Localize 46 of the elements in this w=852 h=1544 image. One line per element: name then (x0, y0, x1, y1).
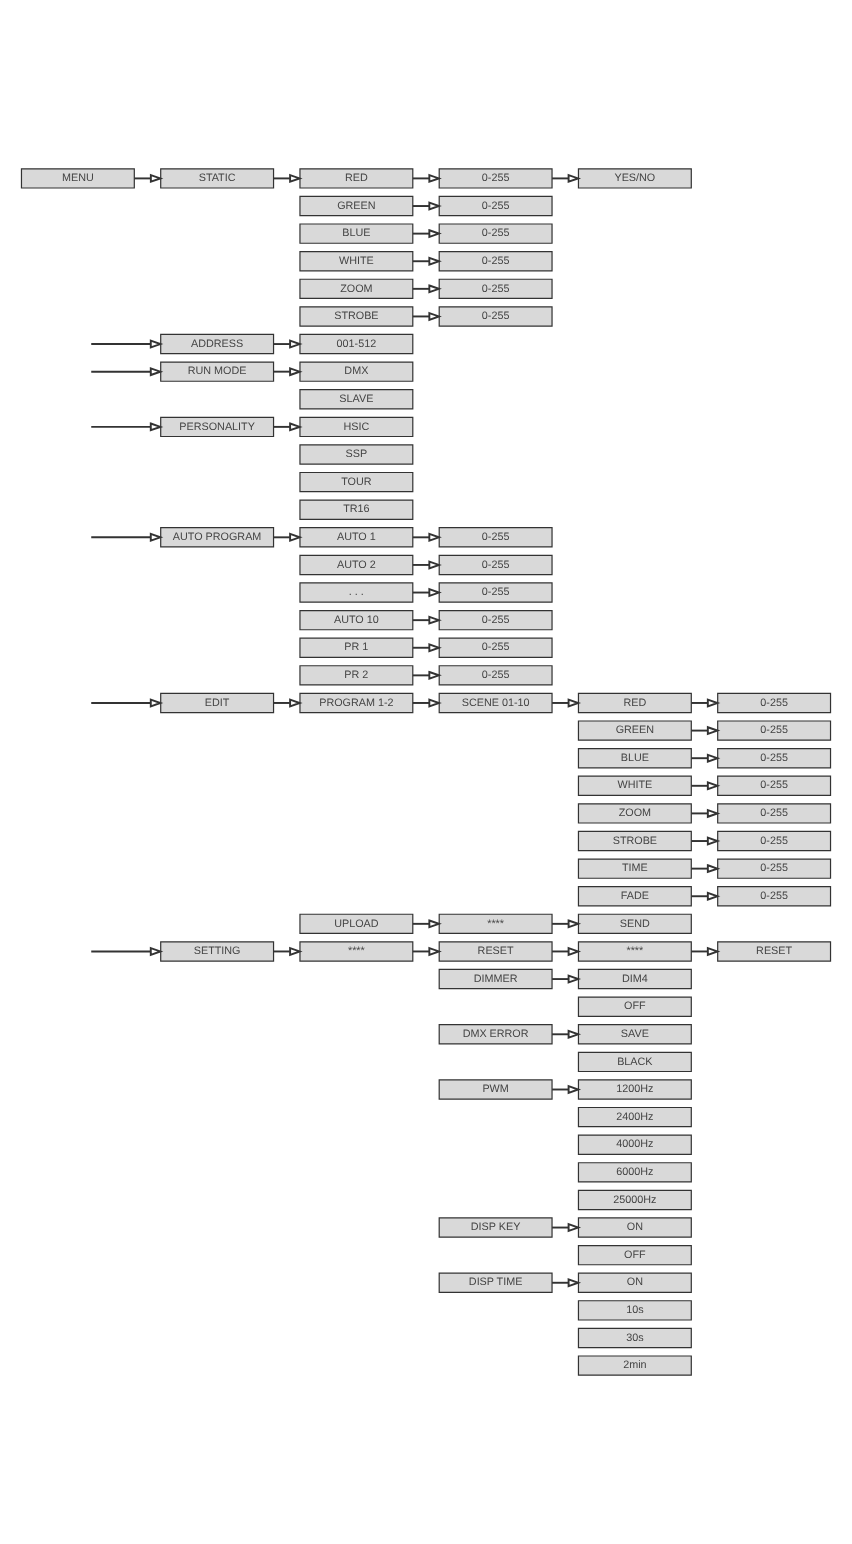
arrow (272, 339, 303, 349)
arrow (551, 1222, 582, 1233)
arrow (551, 919, 582, 929)
arrow (90, 532, 164, 543)
arrow (411, 615, 442, 625)
arrow (411, 311, 442, 322)
arrow (272, 698, 303, 708)
arrow (90, 698, 164, 708)
arrow (551, 1278, 582, 1288)
arrow (411, 201, 442, 211)
arrow (690, 946, 721, 957)
arrow (411, 698, 442, 708)
arrow (411, 560, 442, 570)
arrow (411, 532, 442, 543)
arrow (90, 366, 164, 377)
arrow (411, 173, 442, 184)
arrow (411, 256, 442, 266)
arrow (551, 698, 582, 708)
arrow (411, 284, 442, 294)
arrow (690, 836, 721, 846)
arrow (411, 587, 442, 598)
arrow (690, 725, 721, 736)
arrow (551, 974, 582, 984)
arrow (690, 753, 721, 763)
arrow (90, 946, 164, 957)
arrow (90, 422, 164, 432)
arrow (690, 781, 721, 791)
arrow (272, 422, 303, 432)
arrow (272, 946, 303, 957)
arrow (411, 643, 442, 653)
arrow (411, 228, 442, 239)
arrow (411, 946, 442, 957)
arrow (411, 919, 442, 929)
arrow (272, 173, 303, 184)
arrow (690, 808, 721, 819)
arrow (551, 1029, 582, 1039)
arrow (690, 698, 721, 708)
arrow (272, 532, 303, 543)
arrow (690, 891, 721, 901)
arrow (411, 670, 442, 681)
arrow (90, 339, 164, 349)
arrow (272, 366, 303, 377)
arrow (690, 863, 721, 874)
arrow (551, 173, 582, 184)
arrow (133, 173, 164, 184)
arrow (551, 946, 582, 957)
